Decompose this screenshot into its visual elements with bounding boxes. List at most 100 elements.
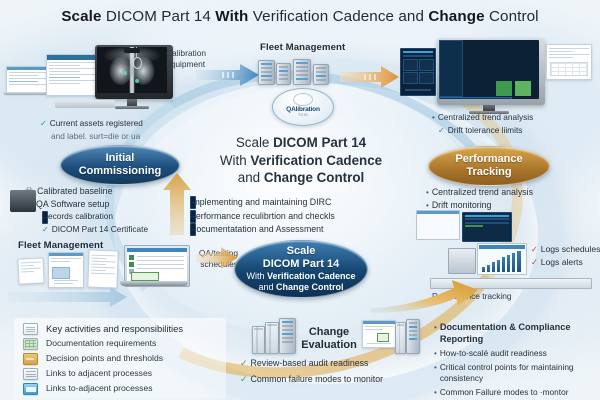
doc-heading-line2: Reporting xyxy=(439,333,484,344)
scale-badge-line2: DICOM Part 14 xyxy=(262,257,340,270)
gold-icon xyxy=(23,352,38,365)
bullet-dot-icon: • xyxy=(434,349,437,358)
title-seg-2: DICOM Part 14 xyxy=(105,8,216,25)
trend-chart xyxy=(477,243,527,275)
list-item: – Performance reculibrtion and checkls xyxy=(190,209,405,223)
change-evaluation-title-line2: Evaluation xyxy=(301,339,357,352)
barcode-icon xyxy=(543,32,593,39)
performance-tracking-title-line2: Tracking xyxy=(466,166,512,178)
list-item: • How-to-scalé audit readiness xyxy=(434,348,594,359)
check-icon: ✓ xyxy=(531,245,538,254)
bullet-dot-icon: • xyxy=(434,363,437,372)
list-item-label: Current assets registered xyxy=(49,118,143,128)
list-item: – Implementing and maintaining DIRC xyxy=(190,196,405,209)
legend-panel: Key activities and responsibilities Docu… xyxy=(14,318,226,398)
server-cabinets-right xyxy=(362,318,420,354)
performance-tracking-footer-caption: Performance tracking xyxy=(432,291,512,301)
center-bullet-list: – Implementing and maintaining DIRC – Pe… xyxy=(190,196,405,237)
center-heading-l2a: With xyxy=(219,152,251,168)
center-heading-l1a: Scale xyxy=(235,135,274,150)
doc-thumb xyxy=(48,252,84,288)
performance-tracking-badge[interactable]: Performance Tracking xyxy=(428,146,550,186)
dashboard-panel-midright xyxy=(462,212,512,242)
scale-badge-line4: and Change Control xyxy=(258,282,343,293)
flow-arrow-bottom-left xyxy=(8,286,128,308)
flow-arrow-into-scale xyxy=(196,246,238,270)
list-item-label: DICOM Part 14 Certificate xyxy=(51,223,149,234)
initial-commissioning-badge[interactable]: Initial Commissioning xyxy=(60,145,180,185)
check-icon: ✓ xyxy=(240,358,248,368)
scale-badge-line3: With Verification Cadence xyxy=(246,271,355,282)
dashboard-monitor-main xyxy=(437,38,545,114)
hub-badge-tagline: TOIS xyxy=(298,113,308,117)
doc-thumb xyxy=(17,257,45,285)
initial-commissioning-title-line1: Initial xyxy=(105,152,135,165)
dash-bullet-icon: – xyxy=(42,211,49,224)
list-item-label: QA Software setup xyxy=(36,198,110,209)
rack-strip xyxy=(430,278,592,289)
bullet-dot-icon: • xyxy=(434,323,437,332)
device-box xyxy=(448,248,476,274)
documentation-compliance-panel: • Documentation & Compliance Reporting •… xyxy=(434,322,594,400)
scale-dicom-badge[interactable]: Scale DICOM Part 14 With Verification Ca… xyxy=(234,240,368,298)
check-icon: ✓ xyxy=(531,257,538,267)
performance-tracking-title-line1: Performance xyxy=(455,153,523,166)
list-item-label: Common Failure modes to ·montor xyxy=(439,387,569,397)
check-icon: ✓ xyxy=(40,119,47,128)
globe-icon xyxy=(293,93,313,106)
list-item-label: Common failure modes to monitor xyxy=(250,374,384,384)
logs-list: ✓ Logs schedules ✓ Logs alerts xyxy=(531,244,600,269)
chart-panel-midright xyxy=(416,210,460,240)
qa-caption-line2: schedules xyxy=(200,258,238,269)
title-seg-1: Scale xyxy=(61,8,106,25)
legend-item[interactable]: Links to-adjacent processes xyxy=(14,381,226,396)
legend-item[interactable]: Key activities and responsibilities xyxy=(14,321,226,336)
top-left-checklist: ✓ Current assets registered and label. s… xyxy=(40,118,185,143)
report-sheet xyxy=(546,44,592,80)
list-item: • Centralized trend analysis xyxy=(432,112,582,123)
center-heading-l1b: DICOM Part 14 xyxy=(273,135,367,150)
qalibration-hub-badge[interactable]: QAlibration TOIS xyxy=(272,88,334,126)
title-seg-6: Control xyxy=(488,8,539,25)
list-item-label: Calibrated baseline xyxy=(37,186,113,196)
list-item-label: Documentatation and Assessment xyxy=(190,224,324,234)
legend-item[interactable]: Decision points and thresholds xyxy=(14,351,226,366)
legend-item-label: Links to adjacent processes xyxy=(46,368,153,378)
list-item: ✓ Common failure modes to monitor xyxy=(240,374,426,385)
dash-bullet-icon: – xyxy=(190,209,197,223)
flow-arrow-up-gold xyxy=(160,172,194,236)
performance-tracking-list: • Centralized trend analysis • Drift mon… xyxy=(426,187,586,212)
fleet-management-left-label: Fleet Management xyxy=(18,240,104,251)
bullet-dot-icon: • xyxy=(432,113,435,122)
list-item-label: Performance reculibrtion and checkls xyxy=(190,210,335,221)
list-item-label: Review-based audit readiness xyxy=(250,358,369,368)
change-evaluation-list: ✓ Review-based audit readiness ✓ Common … xyxy=(240,358,426,387)
device-printer-art xyxy=(10,190,36,212)
blue-icon xyxy=(23,382,38,395)
hub-badge-name: QAlibration xyxy=(286,106,320,113)
scale-badge-line3-b: Verification Cadence xyxy=(266,271,356,282)
dashboard-panel-small xyxy=(400,48,436,96)
list-item-label: Centralized trend analysis xyxy=(437,112,534,122)
list-item-label: Records calibration xyxy=(42,211,114,221)
list-item: ✓ Logs alerts xyxy=(531,257,600,268)
doc-thumb xyxy=(87,249,119,289)
list-item-label: Centralized trend analysis xyxy=(431,187,534,197)
center-heading-l3b: Change Control xyxy=(263,170,365,186)
grid-icon xyxy=(23,337,38,350)
document-icon xyxy=(23,322,38,335)
list-item-label: Drift tolerance liimits xyxy=(447,124,523,135)
legend-item[interactable]: Links to adjacent processes xyxy=(14,366,226,381)
flow-arrow-right-gold xyxy=(340,64,400,90)
check-icon: ✓ xyxy=(42,224,49,234)
list-item-label: How-to-scalé audit readiness xyxy=(439,348,547,358)
lines-icon xyxy=(23,367,38,380)
list-item-label: Logs schedules xyxy=(540,244,600,254)
check-icon: ✓ xyxy=(438,125,445,135)
center-heading-l3a: and xyxy=(237,170,264,186)
initial-commissioning-title-line2: Commissioning xyxy=(78,165,162,177)
legend-item[interactable]: Documentation requirements xyxy=(14,336,226,351)
title-seg-5: Change xyxy=(428,8,489,25)
list-item: ✓ Review-based audit readiness xyxy=(240,358,426,369)
